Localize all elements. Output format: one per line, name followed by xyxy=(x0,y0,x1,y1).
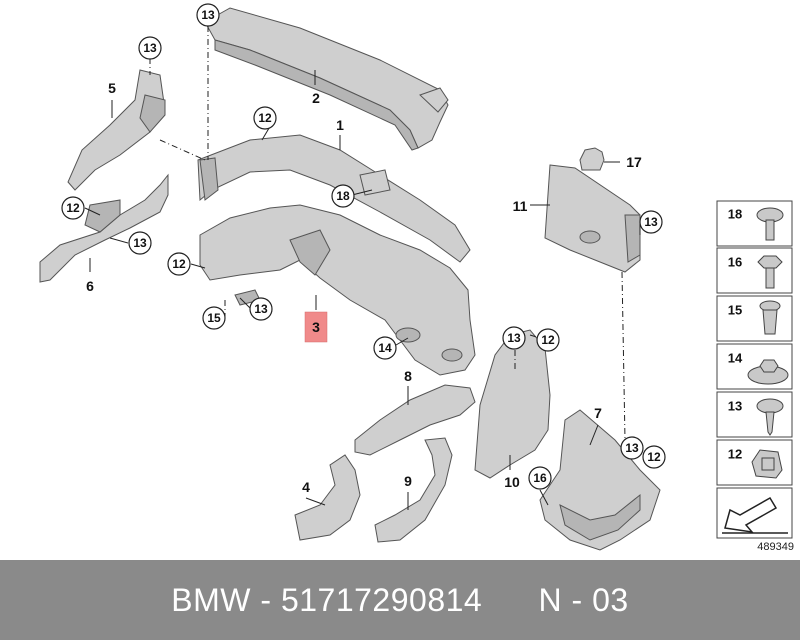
svg-text:12: 12 xyxy=(728,447,742,462)
svg-text:13: 13 xyxy=(201,8,215,22)
legend-item-16[interactable]: 16 xyxy=(716,247,793,294)
expanding-rivet-icon xyxy=(759,300,781,335)
label-part-3-highlight[interactable]: 3 xyxy=(304,311,328,343)
callout-13-part7[interactable]: 13 xyxy=(620,436,644,460)
svg-text:12: 12 xyxy=(172,257,186,271)
label-part-10[interactable]: 10 xyxy=(504,474,520,490)
callout-18[interactable]: 18 xyxy=(331,184,355,208)
callout-12-part1[interactable]: 12 xyxy=(253,106,277,130)
legend-item-12[interactable]: 12 xyxy=(716,439,793,486)
fastener-legend: 18 16 15 14 xyxy=(716,200,793,539)
clip-nut-icon xyxy=(751,449,783,479)
self-tapping-screw-icon xyxy=(756,398,784,436)
callout-12-part3[interactable]: 12 xyxy=(167,252,191,276)
label-part-6[interactable]: 6 xyxy=(86,278,94,294)
legend-item-14[interactable]: 14 xyxy=(716,343,793,390)
svg-text:12: 12 xyxy=(66,201,80,215)
svg-text:13: 13 xyxy=(254,302,268,316)
callout-13-part10[interactable]: 13 xyxy=(502,326,526,350)
leader-lines xyxy=(84,26,641,510)
part-7-guide[interactable] xyxy=(539,409,661,551)
label-part-9[interactable]: 9 xyxy=(404,473,412,489)
svg-text:15: 15 xyxy=(207,311,221,325)
part-9-duct[interactable] xyxy=(374,437,453,543)
part-4-bracket[interactable] xyxy=(294,454,361,541)
label-part-4[interactable]: 4 xyxy=(302,479,310,495)
part-10-cover[interactable] xyxy=(474,329,551,479)
callout-15[interactable]: 15 xyxy=(202,306,226,330)
label-part-5[interactable]: 5 xyxy=(108,80,116,96)
label-part-8[interactable]: 8 xyxy=(404,368,412,384)
part-2-cross-member[interactable] xyxy=(204,7,449,151)
label-part-17[interactable]: 17 xyxy=(626,154,642,170)
part-17-cap[interactable] xyxy=(579,147,605,171)
hex-bolt-icon xyxy=(757,255,783,289)
svg-text:18: 18 xyxy=(728,207,742,222)
label-part-3[interactable]: 3 xyxy=(312,319,320,335)
svg-text:18: 18 xyxy=(336,189,350,203)
svg-text:13: 13 xyxy=(728,399,742,414)
callout-12-part7[interactable]: 12 xyxy=(642,445,666,469)
part-8-duct[interactable] xyxy=(354,384,476,456)
callout-12-part6[interactable]: 12 xyxy=(61,196,85,220)
diagram-id-number: 489349 xyxy=(757,541,794,553)
legend-item-15[interactable]: 15 xyxy=(716,295,793,342)
label-part-11[interactable]: 11 xyxy=(513,198,528,214)
callout-13-part11[interactable]: 13 xyxy=(639,210,663,234)
callout-12-part10[interactable]: 12 xyxy=(536,328,560,352)
svg-text:16: 16 xyxy=(728,255,742,270)
callout-14[interactable]: 14 xyxy=(373,336,397,360)
label-part-1[interactable]: 1 xyxy=(336,117,344,133)
part-5-bracket[interactable] xyxy=(67,69,166,191)
svg-text:12: 12 xyxy=(647,450,661,464)
svg-text:16: 16 xyxy=(533,471,547,485)
svg-text:15: 15 xyxy=(728,303,742,318)
svg-text:13: 13 xyxy=(507,331,521,345)
footer-part-number-text: BMW - 51717290814 N - 03 xyxy=(171,581,629,618)
callout-13-part3[interactable]: 13 xyxy=(249,297,273,321)
svg-text:12: 12 xyxy=(541,333,555,347)
part-6-lower-bracket[interactable] xyxy=(39,173,169,283)
svg-text:13: 13 xyxy=(625,441,639,455)
legend-item-view-direction xyxy=(716,487,793,539)
hex-nut-icon xyxy=(747,359,789,385)
svg-text:13: 13 xyxy=(143,41,157,55)
part-3-wheel-arch-cover[interactable] xyxy=(199,204,476,376)
callout-13-part5[interactable]: 13 xyxy=(138,36,162,60)
svg-text:14: 14 xyxy=(728,351,743,366)
callout-16[interactable]: 16 xyxy=(528,466,552,490)
label-part-7[interactable]: 7 xyxy=(594,405,602,421)
svg-text:14: 14 xyxy=(378,341,392,355)
callout-13-part6[interactable]: 13 xyxy=(128,231,152,255)
footer-bar: BMW - 51717290814 N - 03 xyxy=(0,560,800,640)
svg-text:13: 13 xyxy=(133,236,147,250)
exploded-parts-diagram: 13 13 12 18 12 13 12 13 15 14 13 12 xyxy=(39,3,793,551)
legend-item-13[interactable]: 13 xyxy=(716,391,793,438)
svg-text:13: 13 xyxy=(644,215,658,229)
part-1-upper-support[interactable] xyxy=(197,134,471,263)
view-direction-arrow-icon xyxy=(722,496,788,534)
svg-text:12: 12 xyxy=(258,111,272,125)
callout-13-top[interactable]: 13 xyxy=(196,3,220,27)
legend-item-18[interactable]: 18 xyxy=(716,200,793,247)
label-part-2[interactable]: 2 xyxy=(312,90,320,106)
torx-bolt-icon xyxy=(756,207,784,241)
part-11-panel[interactable] xyxy=(544,164,641,273)
